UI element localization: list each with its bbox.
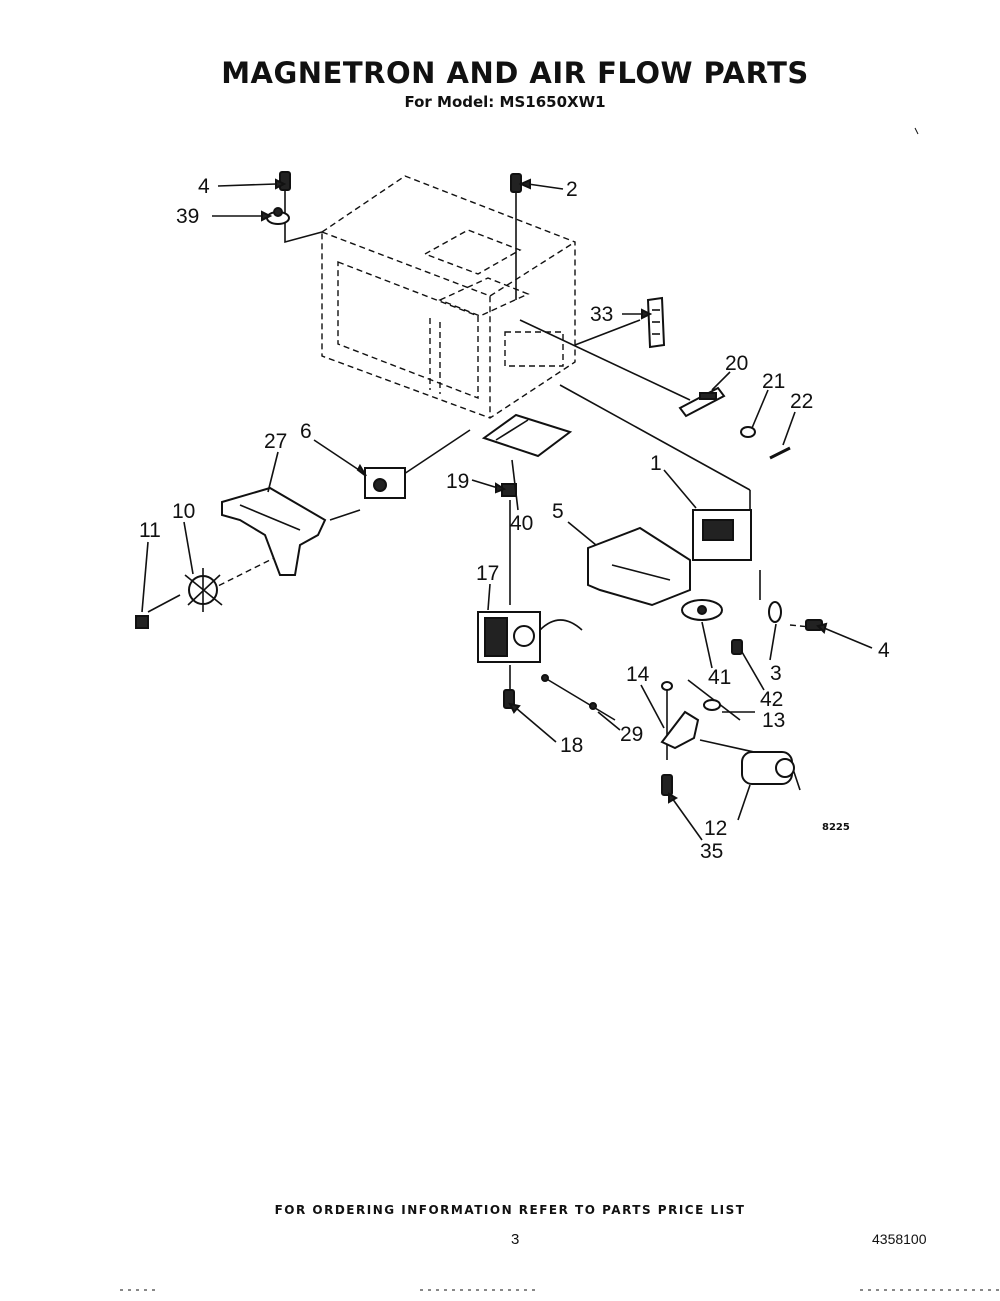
part-capacitor-12 <box>741 751 795 785</box>
ordering-note: FOR ORDERING INFORMATION REFER TO PARTS … <box>274 1203 746 1217</box>
callout-labels: 4 39 2 33 20 21 22 27 6 19 40 1 5 11 10 … <box>139 175 890 863</box>
part-transformer-17 <box>477 611 583 663</box>
part-bracket-14 <box>660 681 700 750</box>
callout-5: 5 <box>552 500 564 523</box>
callout-39: 39 <box>176 205 199 228</box>
page-title: MAGNETRON AND AIR FLOW PARTS <box>221 56 809 90</box>
assembly-lines <box>147 190 821 791</box>
cabinet-frame <box>321 175 576 419</box>
part-latch-20 <box>678 386 726 418</box>
callout-4-right: 4 <box>878 639 890 662</box>
part-spring-21 <box>740 426 756 438</box>
callout-40: 40 <box>510 512 533 535</box>
callout-6: 6 <box>300 420 312 443</box>
scan-marks <box>120 127 1000 1291</box>
part-diode-13 <box>687 679 741 721</box>
part-bracket-39 <box>266 207 290 225</box>
callout-21: 21 <box>762 370 785 393</box>
callout-35: 35 <box>700 840 723 863</box>
part-grill-33 <box>646 296 666 349</box>
callout-12: 12 <box>704 817 727 840</box>
part-screw-2 <box>510 173 522 193</box>
part-screw-4-top <box>279 171 291 191</box>
callout-27: 27 <box>264 430 287 453</box>
figure-code: 8225 <box>822 822 850 833</box>
page-number: 3 <box>511 1231 520 1248</box>
callout-2: 2 <box>566 178 578 201</box>
callout-3: 3 <box>770 662 782 685</box>
part-harness-29 <box>541 674 616 721</box>
callout-1: 1 <box>650 452 662 475</box>
model-subtitle: For Model: MS1650XW1 <box>404 93 606 111</box>
part-screw-42 <box>731 639 743 655</box>
part-fuse-3 <box>768 601 782 623</box>
part-thermal-protector-41 <box>681 599 723 621</box>
part-screw-35 <box>661 774 673 796</box>
part-air-duct-5 <box>587 526 691 607</box>
part-waveguide-40 <box>481 413 573 458</box>
callout-19: 19 <box>446 470 469 493</box>
callout-29: 29 <box>620 723 643 746</box>
callout-41: 41 <box>708 666 731 689</box>
callout-42: 42 <box>760 688 783 711</box>
part-screw-22 <box>769 446 791 460</box>
callout-33: 33 <box>590 303 613 326</box>
callout-17: 17 <box>476 562 499 585</box>
callout-14: 14 <box>626 663 650 686</box>
part-blade-10 <box>184 568 223 612</box>
callout-13: 13 <box>762 709 785 732</box>
part-motor-6 <box>364 467 406 499</box>
callout-18: 18 <box>560 734 583 757</box>
part-fan-shroud-27 <box>221 486 327 576</box>
callout-20: 20 <box>725 352 748 375</box>
part-nut-11 <box>135 615 149 629</box>
callout-11: 11 <box>139 519 161 542</box>
part-magnetron-1 <box>692 509 752 561</box>
document-number: 4358100 <box>872 1231 927 1247</box>
callout-10: 10 <box>172 500 195 523</box>
callout-22: 22 <box>790 390 813 413</box>
callout-4-top: 4 <box>198 175 210 198</box>
callout-leaders <box>141 178 873 841</box>
